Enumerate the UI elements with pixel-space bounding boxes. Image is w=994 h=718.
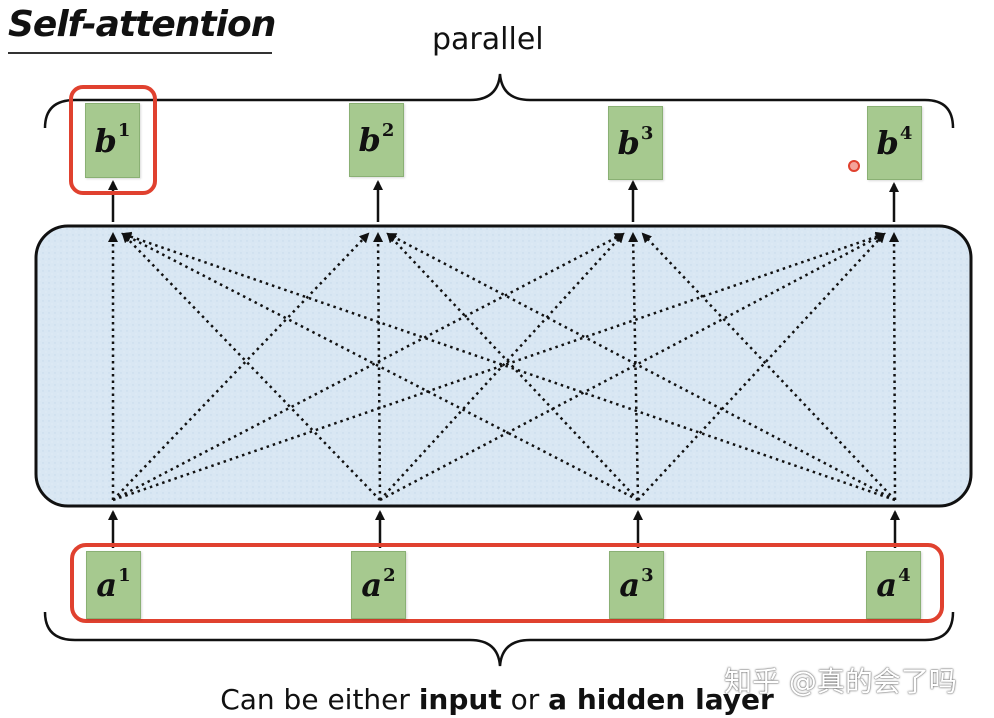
page-title: Self-attention: [8, 4, 276, 45]
input-node-letter: a: [361, 566, 383, 604]
top-brace-label: parallel: [432, 22, 544, 57]
top-brace: [43, 73, 955, 129]
attention-link: [121, 232, 639, 502]
attention-link: [889, 232, 900, 501]
watermark: 知乎 @真的会了吗: [724, 665, 957, 698]
title-underline: [8, 52, 272, 54]
input-arrows: [108, 510, 900, 548]
attention-link: [379, 232, 886, 502]
output-node-sup: 4: [899, 122, 913, 144]
output-node-letter: b: [617, 124, 640, 162]
output-node-sup: 2: [381, 119, 395, 141]
attention-link: [373, 232, 384, 501]
output-node-letter: b: [358, 121, 381, 159]
output-arrows: [108, 180, 899, 222]
attention-link: [386, 232, 639, 501]
caption-bold-hidden-layer: a hidden layer: [548, 683, 774, 716]
input-node-letter: a: [876, 566, 898, 604]
input-highlight-box: [70, 543, 944, 623]
output-node-letter: b: [876, 124, 899, 162]
cursor-dot-icon: [848, 160, 860, 172]
input-node-sup: 4: [898, 564, 911, 586]
attention-link: [641, 232, 896, 501]
caption-middle: or: [501, 683, 549, 716]
bottom-caption: Can be either input or a hidden layer: [0, 683, 994, 716]
input-node-sup: 1: [118, 564, 131, 586]
attention-link: [379, 232, 625, 501]
input-node-letter: a: [619, 566, 641, 604]
output-node-sup: 3: [640, 122, 654, 144]
attention-link: [628, 232, 640, 501]
output-node-sup: 1: [117, 120, 131, 141]
input-node-sup: 3: [641, 564, 654, 586]
output-node-letter: b: [94, 121, 117, 160]
input-node-sup: 2: [383, 564, 396, 586]
input-node-letter: a: [96, 566, 118, 604]
attention-link: [112, 232, 370, 501]
bottom-brace: [43, 611, 955, 667]
caption-prefix: Can be either: [220, 683, 419, 716]
caption-bold-input: input: [418, 683, 502, 716]
attention-connections: [108, 231, 900, 502]
output-highlight-box: [69, 85, 157, 195]
attention-link: [112, 232, 625, 502]
attention-link: [637, 232, 886, 501]
attention-link: [386, 232, 896, 502]
